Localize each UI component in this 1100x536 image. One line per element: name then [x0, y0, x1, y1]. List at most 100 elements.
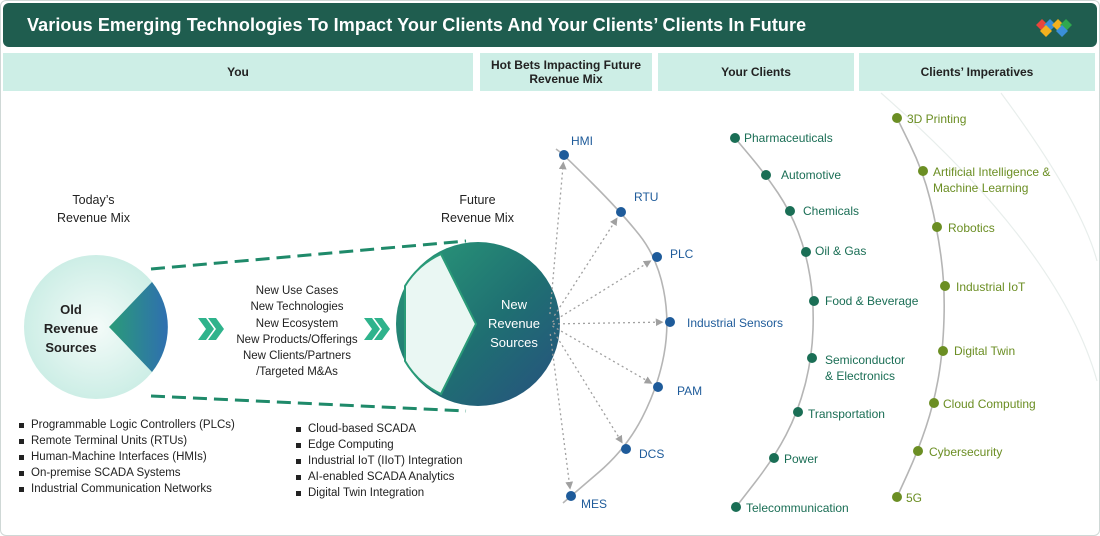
hot-bet-arrow: [552, 325, 653, 384]
list-item: Remote Terminal Units (RTUs): [17, 433, 235, 449]
background-arc: [1000, 92, 1098, 262]
driver-item: New Use Cases: [255, 285, 339, 297]
clients-arc: [734, 137, 814, 508]
header-you: You: [3, 53, 473, 91]
connector-bottom: [150, 394, 467, 413]
hot-bets-graphics: [549, 148, 675, 504]
new-revenue-sources-label: New Revenue Sources: [487, 297, 541, 350]
imperative-label: 3D Printing: [907, 112, 967, 126]
client-dot: [730, 133, 740, 143]
title-bar: Various Emerging Technologies To Impact …: [3, 3, 1097, 47]
driver-item: New Products/Offerings: [236, 333, 358, 346]
hot-bet-arrow: [553, 217, 618, 316]
today-revenue-mix-label: Today’s Revenue Mix: [57, 193, 130, 225]
imperatives-graphics: [892, 113, 950, 502]
imperative-label: 5G: [906, 491, 923, 505]
hot-bet-arrow: [553, 332, 623, 444]
client-dot: [793, 407, 803, 417]
hot-bet-label: Industrial Sensors: [687, 316, 784, 330]
imperative-dot: [940, 281, 950, 291]
hot-bet-dot: [559, 150, 569, 160]
drivers-list: New Use Cases New Technologies New Ecosy…: [229, 283, 365, 381]
list-item: AI-enabled SCADA Analytics: [294, 469, 462, 485]
list-item: Industrial Communication Networks: [17, 481, 235, 497]
imperative-label: Industrial IoT: [956, 280, 1026, 294]
client-dot: [807, 353, 817, 363]
client-label: Power: [784, 452, 819, 466]
client-label: Transportation: [808, 407, 885, 421]
client-dot: [731, 502, 741, 512]
hot-bet-arrow: [549, 333, 574, 490]
driver-item: New Technologies: [250, 301, 344, 314]
client-dot: [769, 453, 779, 463]
client-label: Pharmaceuticals: [744, 131, 833, 145]
driver-item: New Ecosystem: [255, 317, 339, 330]
driver-item: New Clients/Partners: [242, 350, 351, 363]
hot-bet-dot: [566, 491, 576, 501]
chevron-right-icon: [364, 318, 390, 340]
page-title: Various Emerging Technologies To Impact …: [27, 15, 807, 35]
list-item: Industrial IoT (IIoT) Integration: [294, 453, 462, 469]
background-arc: [880, 92, 1098, 382]
imperative-dot: [913, 446, 923, 456]
list-item: Edge Computing: [294, 437, 462, 453]
client-dot: [761, 170, 771, 180]
clients-graphics: [730, 133, 819, 512]
list-item: Digital Twin Integration: [294, 485, 462, 501]
header-hot-bets: Hot Bets Impacting Future Revenue Mix: [480, 53, 652, 91]
imperative-dot: [929, 398, 939, 408]
client-label: Automotive: [781, 168, 842, 182]
list-item: Human-Machine Interfaces (HMIs): [17, 449, 235, 465]
old-sources-list: Programmable Logic Controllers (PLCs) Re…: [17, 417, 235, 497]
new-revenue-inner: [404, 252, 478, 396]
imperative-label: Robotics: [948, 221, 995, 235]
hot-bet-dot: [665, 317, 675, 327]
hot-bet-dot: [621, 444, 631, 454]
client-label: Chemicals: [803, 204, 860, 218]
imperative-dot: [892, 492, 902, 502]
imperative-label: Cybersecurity: [929, 445, 1003, 459]
client-dot: [801, 247, 811, 257]
hot-bet-label: PLC: [670, 247, 694, 261]
old-revenue-wedge: [109, 282, 168, 372]
hot-bet-label: RTU: [634, 190, 659, 204]
hot-bet-arrow: [552, 260, 652, 323]
client-label: Semiconductor & Electronics: [825, 353, 906, 383]
imperative-label: Artificial Intelligence & Machine Learni…: [933, 165, 1051, 195]
hot-bet-label: PAM: [677, 384, 703, 398]
header-you-label: You: [227, 65, 249, 79]
header-your-clients-label: Your Clients: [721, 65, 791, 79]
imperative-dot: [938, 346, 948, 356]
imperative-dot: [932, 222, 942, 232]
hot-bet-label: MES: [581, 497, 608, 511]
chevron-right-icon: [198, 318, 224, 340]
logo-icon: [1036, 19, 1072, 37]
hot-bet-dot: [652, 252, 662, 262]
header-clients-imperatives-label: Clients’ Imperatives: [920, 65, 1034, 79]
client-dot: [809, 296, 819, 306]
list-item: Cloud-based SCADA: [294, 421, 462, 437]
imperative-label: Cloud Computing: [943, 397, 1036, 411]
header-your-clients: Your Clients: [658, 53, 854, 91]
new-sources-list: Cloud-based SCADA Edge Computing Industr…: [294, 421, 462, 501]
connector-top: [150, 239, 467, 271]
imperative-dot: [892, 113, 902, 123]
imperative-label: Digital Twin: [954, 344, 1016, 358]
future-revenue-mix-label: Future Revenue Mix: [441, 193, 514, 225]
list-item: On-premise SCADA Systems: [17, 465, 235, 481]
client-dot: [785, 206, 795, 216]
old-revenue-sources-label: Old Revenue Sources: [43, 302, 99, 355]
client-label: Telecommunication: [746, 501, 849, 515]
imperative-dot: [918, 166, 928, 176]
hot-bet-label: DCS: [639, 447, 665, 461]
list-item: Programmable Logic Controllers (PLCs): [17, 417, 235, 433]
hot-bet-label: HMI: [571, 134, 593, 148]
header-clients-imperatives: Clients’ Imperatives: [859, 53, 1095, 91]
driver-item: /Targeted M&As: [256, 366, 338, 379]
header-hot-bets-label: Hot Bets Impacting Future Revenue Mix: [490, 58, 641, 86]
hot-bet-dot: [653, 382, 663, 392]
old-revenue-circle: [24, 255, 168, 399]
client-label: Food & Beverage: [825, 294, 919, 308]
